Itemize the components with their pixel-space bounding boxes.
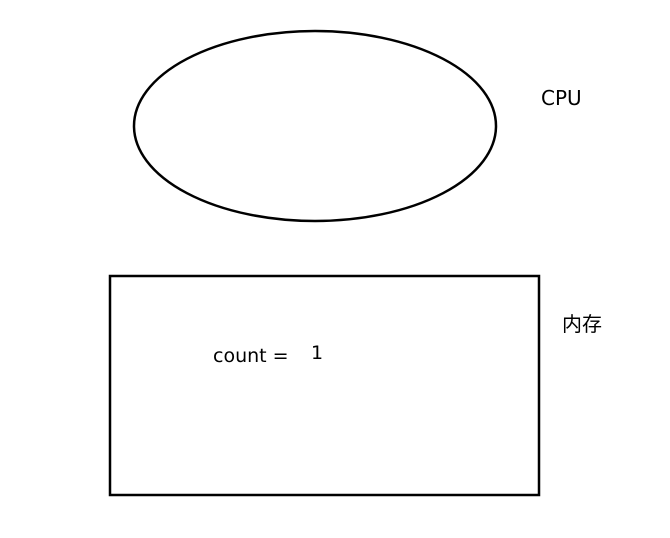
count-variable-value: 1	[311, 342, 324, 364]
memory-label: 内存	[562, 312, 602, 336]
cpu-ellipse	[132, 29, 498, 223]
cpu-label: CPU	[541, 86, 582, 110]
count-variable-label: count =	[213, 345, 289, 367]
memory-box	[108, 274, 541, 497]
